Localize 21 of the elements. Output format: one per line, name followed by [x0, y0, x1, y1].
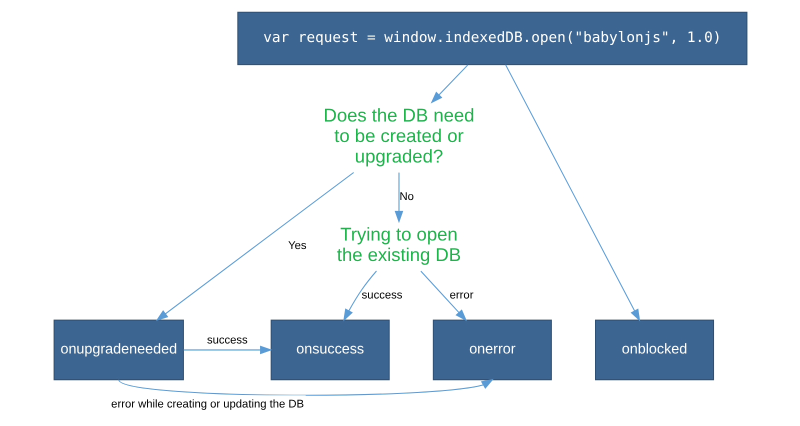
node-box: onerror [432, 320, 552, 380]
node-text: Trying to open the existing DB [336, 224, 461, 266]
node-box: var request = window.indexedDB.open("babylonjs", 1.0) [236, 12, 747, 66]
arrow [342, 270, 376, 322]
arrow [394, 172, 403, 224]
node-box: onsuccess [270, 320, 390, 380]
arrow [183, 346, 272, 354]
arrow [420, 270, 466, 322]
edge-label: success [361, 289, 402, 302]
node-text: Does the DB need to be created or upgraded? [322, 104, 474, 167]
edge-label: Yes [288, 240, 306, 252]
edge-label: success [206, 334, 248, 347]
node-box: onblocked [594, 320, 714, 380]
arrow [155, 172, 354, 322]
arrow [504, 64, 640, 322]
edge-label: error while creating or updating the DB [110, 398, 304, 410]
arrow [118, 378, 494, 396]
arrow [430, 64, 468, 104]
node-box: onupgradeneeded [53, 320, 184, 380]
edge-label: error [449, 289, 473, 302]
edge-label: No [398, 190, 414, 203]
